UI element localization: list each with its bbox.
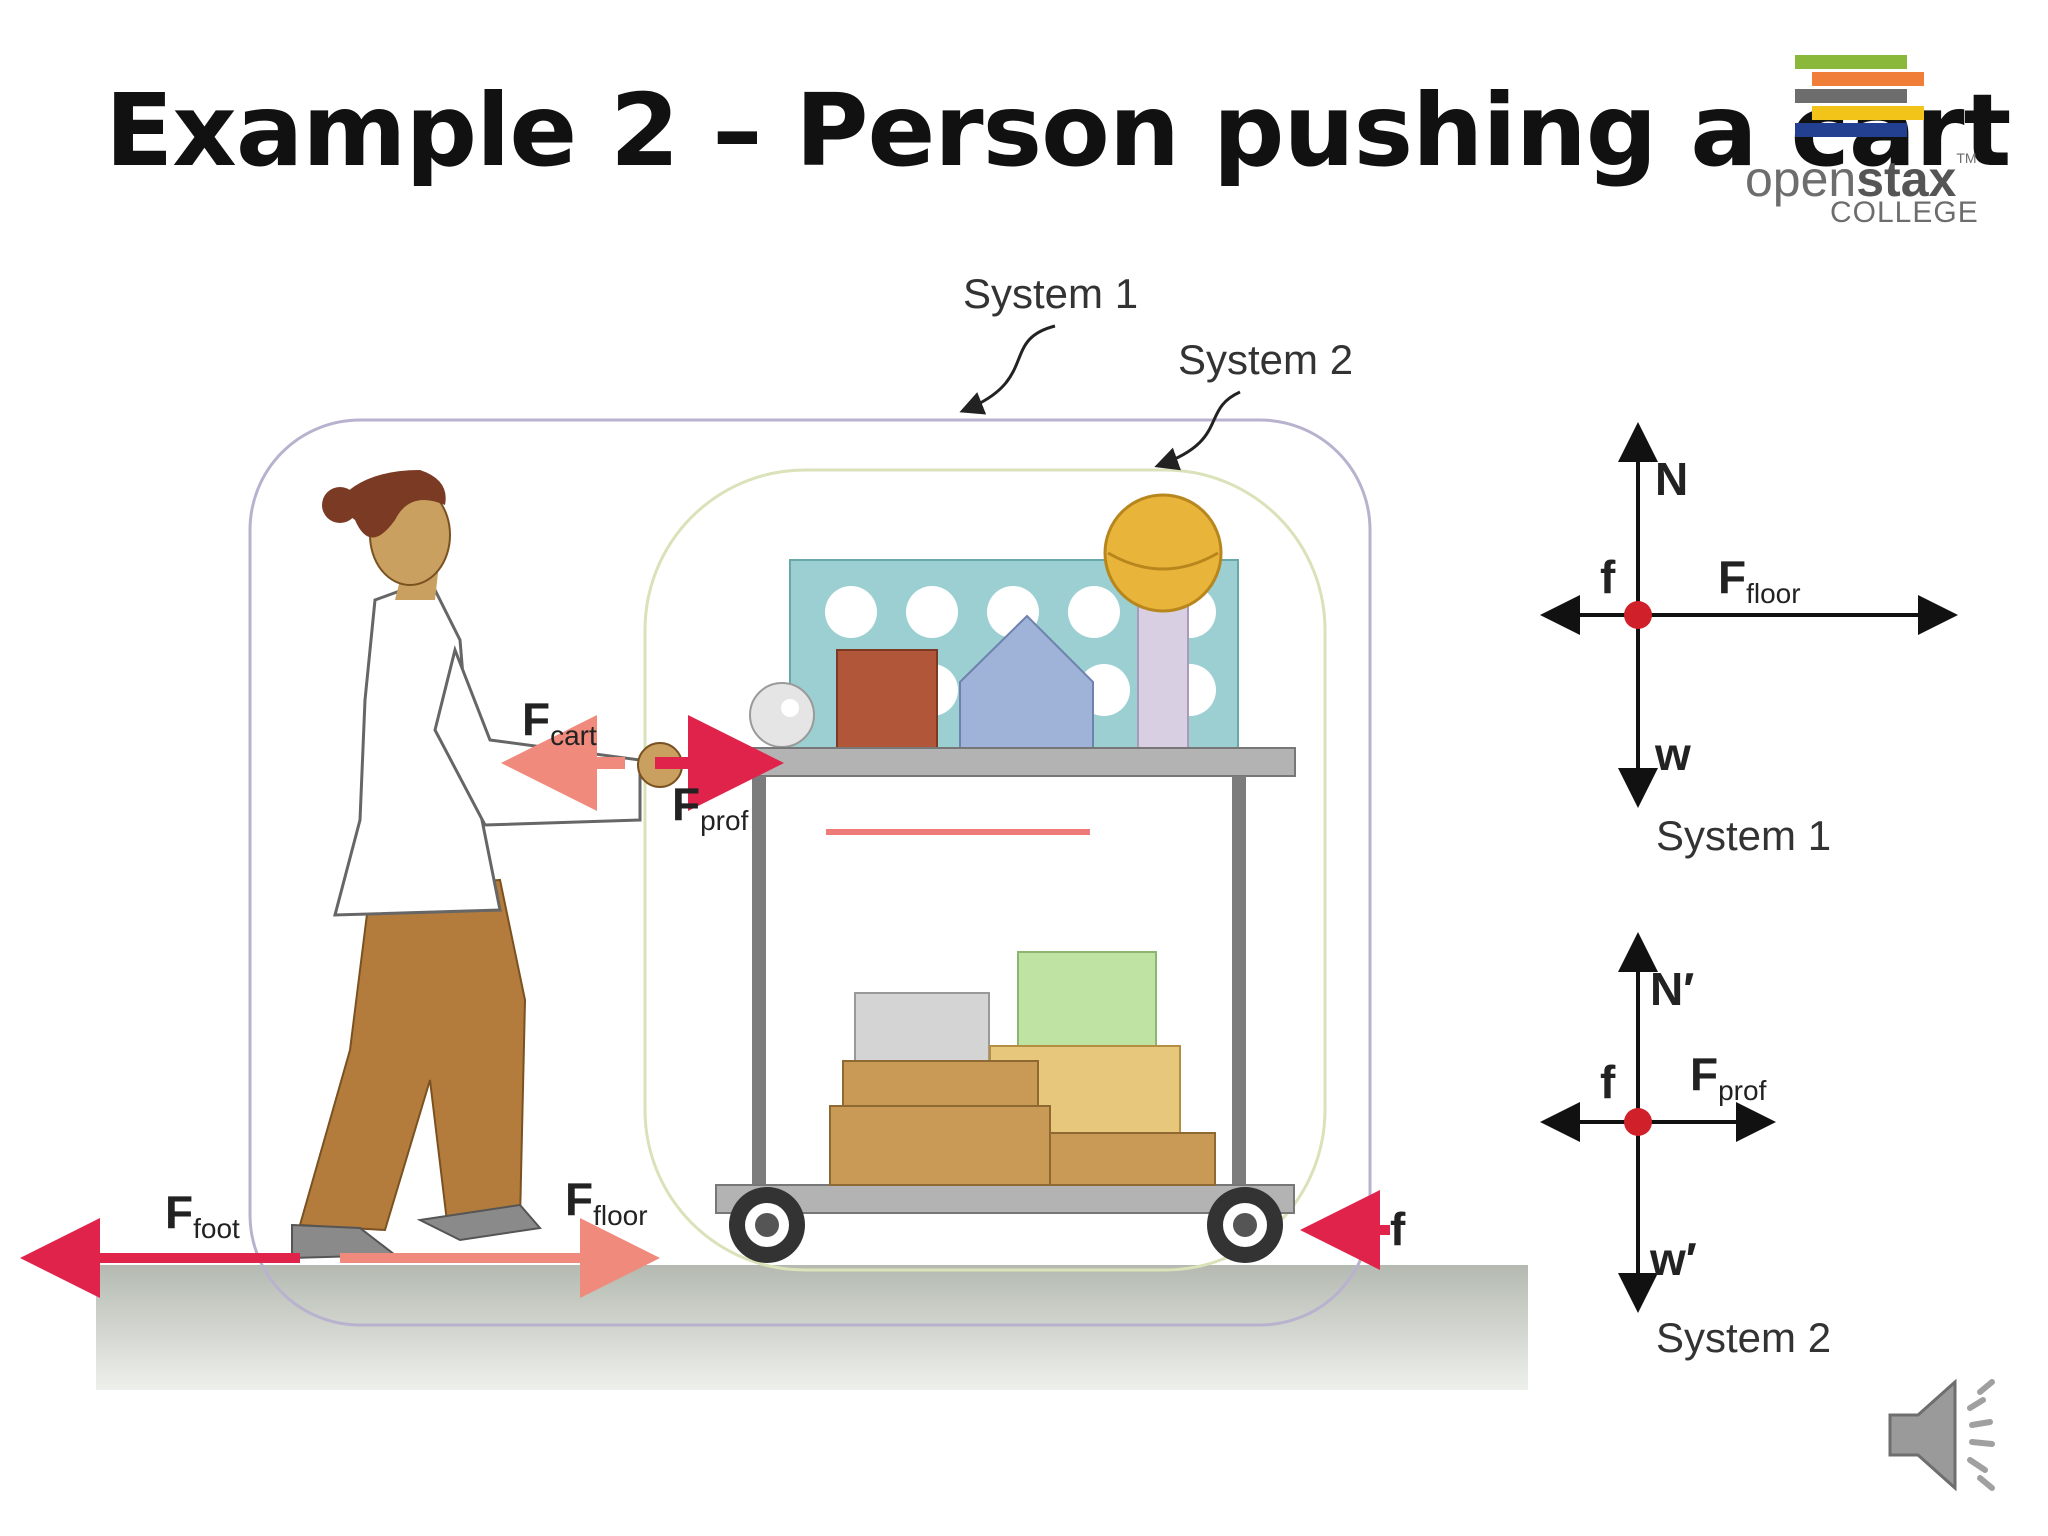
top-shelf <box>719 747 1296 777</box>
slide-title: Example 2 – Person pushing a cart <box>105 72 2011 189</box>
fbd2-caption: System 2 <box>1656 1314 1831 1361</box>
system2-boundary <box>643 468 1327 1272</box>
floor <box>96 1265 1528 1390</box>
fbd1-f: f <box>1600 551 1616 603</box>
fbd1-F: Ffloor <box>1718 551 1801 609</box>
person-figure <box>291 470 683 1260</box>
ball <box>1103 493 1223 613</box>
system1-label: System 1 <box>963 270 1138 317</box>
label-friction: f <box>1390 1203 1406 1255</box>
wheel-left <box>729 1187 805 1263</box>
red-box <box>836 649 938 749</box>
fbd-system1: N f Ffloor w System 1 <box>1540 422 1958 859</box>
system2-label: System 2 <box>1178 336 1353 383</box>
fbd2-N: N′ <box>1650 963 1694 1015</box>
label-f-prof: Fprof <box>672 778 749 836</box>
fbd-system2: N′ f Fprof w′ System 2 <box>1540 932 1831 1361</box>
fbd1-N: N <box>1655 453 1688 505</box>
fbd1-caption: System 1 <box>1656 812 1831 859</box>
openstax-logo: openstaxTM <box>1745 150 1977 207</box>
sphere <box>749 682 815 748</box>
label-f-foot: Ffoot <box>165 1186 240 1244</box>
fbd2-w: w′ <box>1649 1233 1697 1285</box>
logo-college: COLLEGE <box>1830 196 1979 229</box>
house-block <box>959 614 1094 749</box>
fbd2-dot <box>1624 1108 1652 1136</box>
pillar <box>1137 604 1189 749</box>
system1-boundary <box>248 418 1372 1327</box>
label-f-cart: Fcart <box>522 693 597 751</box>
bottom-shelf <box>715 1184 1295 1214</box>
fbd2-f: f <box>1600 1056 1616 1108</box>
speaker-icon[interactable] <box>1880 1370 2020 1500</box>
wheel-right <box>1207 1187 1283 1263</box>
label-f-floor: Ffloor <box>565 1173 648 1231</box>
fbd1-dot <box>1624 601 1652 629</box>
fbd1-w: w <box>1654 728 1691 780</box>
fbd2-F: Fprof <box>1690 1048 1767 1106</box>
